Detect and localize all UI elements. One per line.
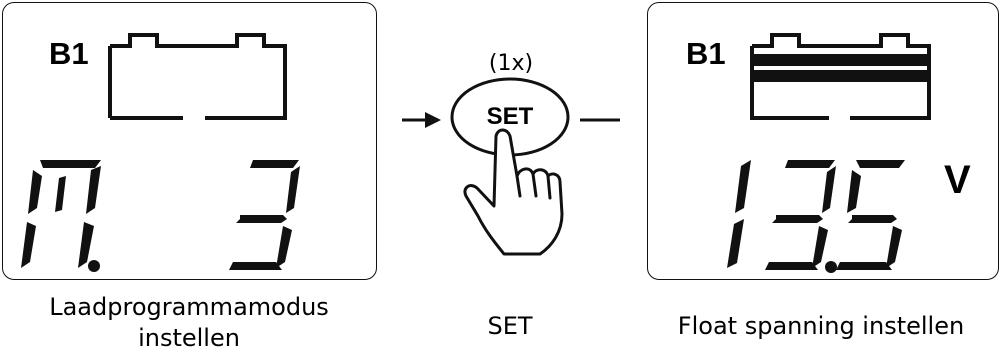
hand-press-icon xyxy=(463,128,564,256)
caption-middle: SET xyxy=(487,312,533,340)
battery-empty-icon xyxy=(108,33,287,120)
caption-left: Laadprogrammamodus instellen xyxy=(0,292,378,354)
segment-readout-left xyxy=(21,160,300,272)
segment-readout-right xyxy=(727,160,905,273)
voltage-unit: V xyxy=(944,158,971,202)
battery-full-icon xyxy=(750,33,931,120)
battery-bar-1 xyxy=(754,54,927,66)
caption-right: Float spanning instellen xyxy=(677,312,965,340)
caption-left-line2: instellen xyxy=(138,324,240,352)
battery-bar-2 xyxy=(754,70,927,82)
lcd-panel-charge-mode xyxy=(2,2,377,280)
bank-label-right: B1 xyxy=(686,36,726,71)
arrow-right-icon xyxy=(402,112,441,128)
set-button-label: SET xyxy=(486,103,534,130)
bank-label-left: B1 xyxy=(49,36,89,71)
caption-left-line1: Laadprogrammamodus xyxy=(49,293,329,321)
press-count-label: (1x) xyxy=(488,51,534,76)
